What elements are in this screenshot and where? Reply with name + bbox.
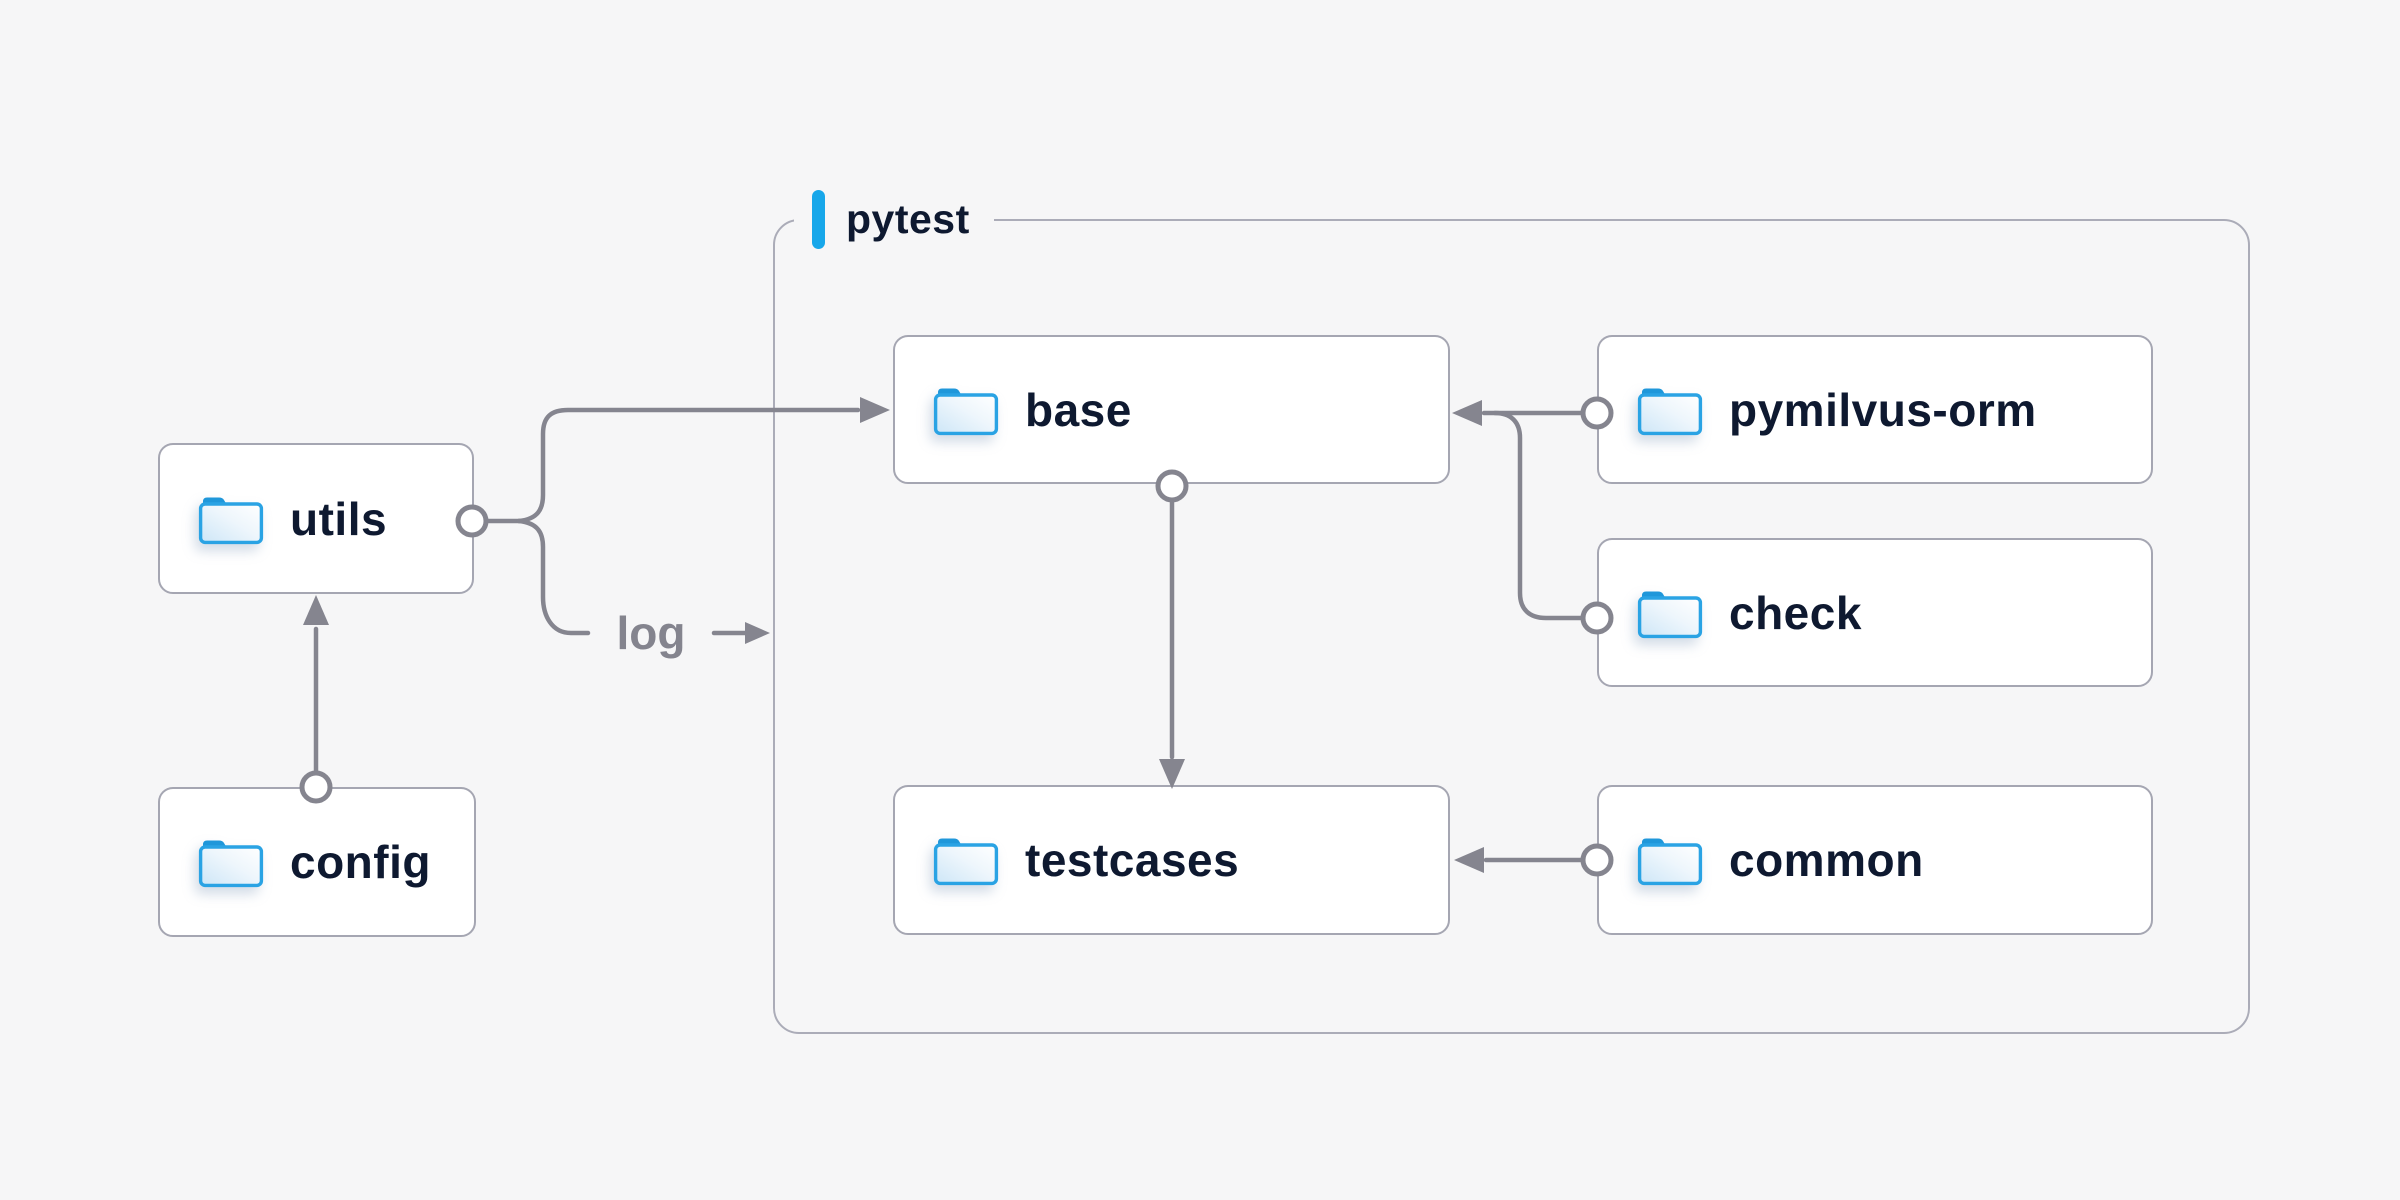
folder-icon (198, 838, 264, 888)
folder-card-label: pymilvus-orm (1729, 383, 2037, 436)
folder-icon (198, 495, 264, 544)
folder-card-label: testcases (1025, 834, 1240, 886)
folder-card-label: config (290, 836, 431, 888)
arrowhead-log-pytest (745, 622, 770, 644)
folder-card-config: config (158, 787, 476, 937)
folder-card-utils: utils (158, 443, 474, 594)
folder-icon (1637, 836, 1703, 886)
folder-card-base: base (893, 335, 1450, 484)
group-accent-bar-icon (812, 189, 825, 249)
folder-icon (1637, 589, 1703, 638)
folder-card-label: base (1025, 383, 1132, 436)
folder-card-check: check (1597, 538, 2153, 687)
folder-card-label: utils (290, 492, 388, 545)
pytest-group-label: pytest (794, 180, 994, 258)
folder-card-pymilvus-orm: pymilvus-orm (1597, 335, 2153, 484)
folder-card-label: check (1729, 586, 1862, 639)
arrowhead-config-utils (303, 595, 329, 625)
folder-icon (1637, 386, 1703, 435)
folder-card-label: common (1729, 834, 1924, 886)
folder-icon (933, 836, 999, 886)
pytest-group-container (773, 219, 2250, 1034)
log-edge-label: log (616, 607, 686, 659)
edge-utils-log (516, 518, 591, 636)
group-label-text: pytest (846, 195, 970, 242)
folder-card-common: common (1597, 785, 2153, 935)
folder-icon (933, 386, 999, 435)
folder-card-testcases: testcases (893, 785, 1450, 935)
